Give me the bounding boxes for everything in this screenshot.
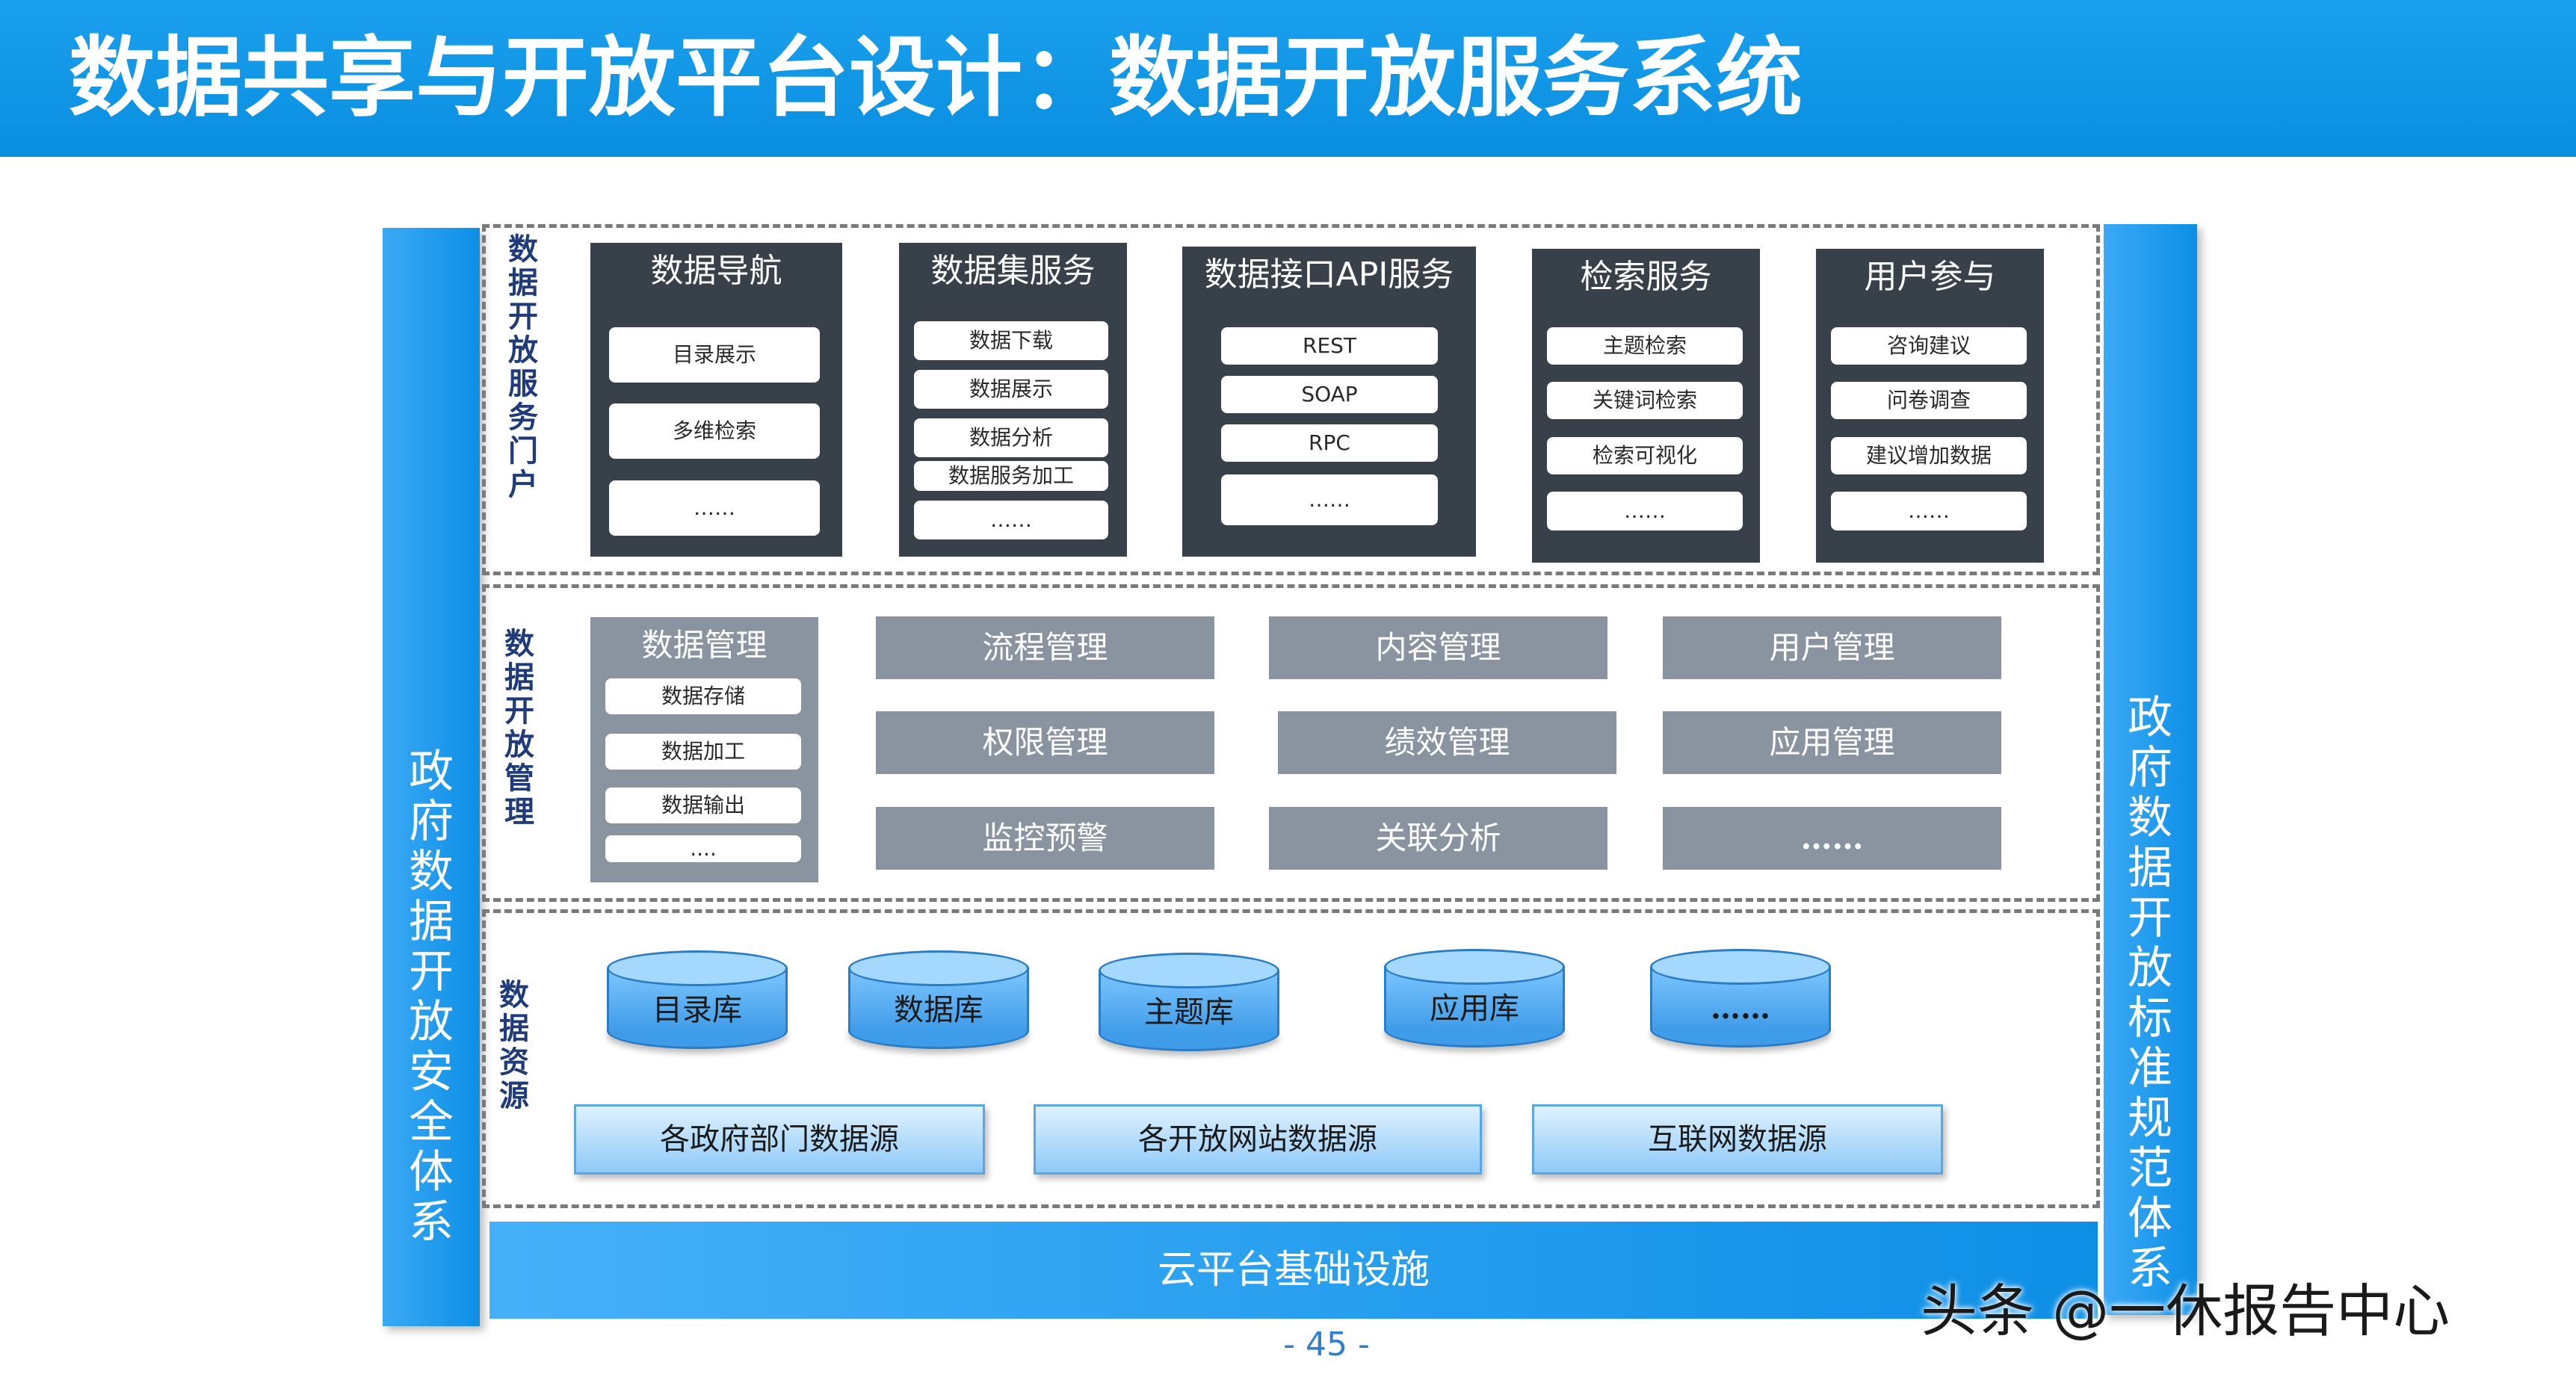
watermark-text: 头条 @一休报告中心 (1921, 1278, 2450, 1344)
card-title: 检索服务 (1580, 258, 1712, 296)
database-label: 数据库 (894, 993, 983, 1027)
source-internet: 互联网数据源 (1532, 1104, 1943, 1175)
portal-card-api: 数据接口API服务 REST SOAP RPC …… (1182, 247, 1476, 557)
card-title: 用户参与 (1864, 258, 1996, 296)
module-permission[interactable]: 权限管理 (876, 711, 1214, 774)
management-layer (482, 584, 2100, 902)
module-performance[interactable]: 绩效管理 (1278, 711, 1616, 774)
pill-item[interactable]: 数据服务加工 (914, 461, 1108, 491)
module-process[interactable]: 流程管理 (876, 616, 1214, 679)
card-title: 数据导航 (650, 252, 782, 290)
portal-card-dataset: 数据集服务 数据下载 数据展示 数据分析 数据服务加工 …… (899, 243, 1127, 557)
database-label: …… (1711, 991, 1770, 1026)
pill-item[interactable]: 数据展示 (914, 370, 1108, 409)
pill-item[interactable]: …… (1221, 474, 1438, 525)
right-standard-bar: 政府数据开放标准规范体系 (2104, 224, 2197, 1315)
pill-item[interactable]: 数据加工 (605, 734, 801, 770)
pill-item[interactable]: .... (605, 835, 801, 862)
cloud-infrastructure-bar: 云平台基础设施 (489, 1222, 2098, 1319)
card-title: 数据管理 (641, 627, 767, 663)
pill-item[interactable]: SOAP (1221, 376, 1438, 413)
pill-item[interactable]: REST (1221, 327, 1438, 365)
database-label: 目录库 (652, 993, 742, 1027)
module-more[interactable]: …… (1663, 807, 2001, 870)
module-user[interactable]: 用户管理 (1663, 616, 2001, 679)
portal-card-navigation: 数据导航 目录展示 多维检索 …… (590, 243, 842, 557)
pill-item[interactable]: 数据下载 (914, 321, 1108, 360)
pill-item[interactable]: …… (609, 480, 820, 536)
pill-item[interactable]: 咨询建议 (1831, 327, 2027, 365)
pill-item[interactable]: 数据存储 (605, 678, 801, 714)
page-title: 数据共享与开放平台设计：数据开放服务系统 (69, 28, 1803, 129)
pill-item[interactable]: 检索可视化 (1547, 437, 1743, 474)
database-label: 应用库 (1430, 991, 1519, 1026)
pill-item[interactable]: …… (1547, 492, 1743, 530)
management-layer-label: 数据开放管理 (504, 627, 534, 829)
pill-item[interactable]: …… (914, 501, 1108, 539)
source-open-sites: 各开放网站数据源 (1034, 1104, 1482, 1175)
pill-item[interactable]: 多维检索 (609, 403, 820, 459)
source-government: 各政府部门数据源 (574, 1104, 985, 1175)
module-content[interactable]: 内容管理 (1269, 616, 1607, 679)
database-cylinder: 目录库 (607, 950, 788, 1049)
left-security-bar: 政府数据开放安全体系 (383, 228, 480, 1326)
module-monitoring[interactable]: 监控预警 (876, 807, 1214, 870)
resources-layer (482, 909, 2100, 1208)
module-application[interactable]: 应用管理 (1663, 711, 2001, 774)
database-label: 主题库 (1144, 995, 1234, 1030)
pill-item[interactable]: RPC (1221, 424, 1438, 462)
database-cylinder: 应用库 (1384, 949, 1565, 1048)
module-correlation[interactable]: 关联分析 (1269, 807, 1607, 870)
portal-card-search: 检索服务 主题检索 关键词检索 检索可视化 …… (1532, 249, 1760, 563)
database-cylinder: 主题库 (1099, 953, 1279, 1051)
right-bar-label: 政府数据开放标准规范体系 (2128, 692, 2172, 1295)
pill-item[interactable]: 目录展示 (609, 327, 820, 383)
pill-item[interactable]: 建议增加数据 (1831, 437, 2027, 474)
card-title: 数据集服务 (930, 252, 1096, 290)
portal-layer (482, 224, 2100, 575)
pill-item[interactable]: 数据输出 (605, 788, 801, 823)
left-bar-label: 政府数据开放安全体系 (409, 746, 454, 1249)
resources-layer-label: 数据资源 (499, 978, 529, 1113)
database-cylinder: 数据库 (848, 950, 1029, 1049)
pill-item[interactable]: 关键词检索 (1547, 382, 1743, 419)
portal-card-participation: 用户参与 咨询建议 问卷调查 建议增加数据 …… (1816, 249, 2044, 563)
pill-item[interactable]: 问卷调查 (1831, 382, 2027, 419)
title-bar (0, 0, 2576, 157)
card-title: 数据接口API服务 (1204, 256, 1454, 294)
data-management-card: 数据管理 数据存储 数据加工 数据输出 .... (590, 617, 818, 882)
pill-item[interactable]: 数据分析 (914, 418, 1108, 457)
portal-layer-label: 数据开放服务门户 (508, 232, 538, 502)
database-cylinder: …… (1650, 949, 1831, 1048)
page-number: - 45 - (1283, 1325, 1370, 1364)
pill-item[interactable]: 主题检索 (1547, 327, 1743, 365)
pill-item[interactable]: …… (1831, 492, 2027, 530)
